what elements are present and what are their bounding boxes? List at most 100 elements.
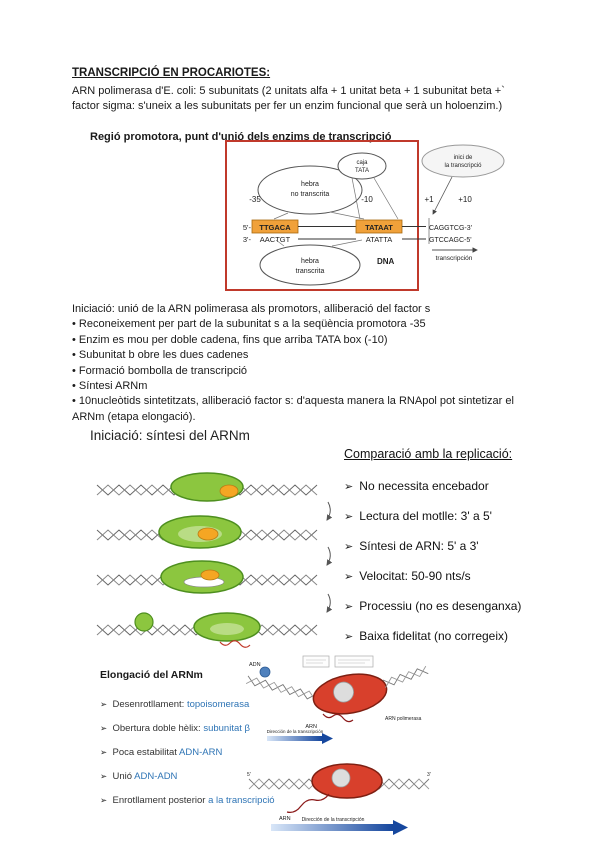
rna-strand-panel2	[286, 793, 330, 813]
elongacio-item-4: Unió ADN-ADN	[100, 770, 275, 783]
transcribed-strand-bubble	[259, 244, 361, 286]
inici-label2: la transcripció	[444, 163, 482, 169]
transcripcion-label: transcripción	[436, 255, 473, 262]
minus10-label: -10	[361, 195, 373, 204]
nascent-rna-strand	[219, 640, 251, 648]
direction-arrow-panel2	[271, 824, 393, 831]
arn-label-panel2: ARN	[279, 816, 291, 822]
iniciacio-section: Iniciació: unió de la ARN polimerasa als…	[72, 302, 530, 425]
promoter-highlight-box	[225, 140, 419, 291]
step-arrow-1	[326, 501, 333, 521]
elongacio-item-5: Enrotllament posterior a la transcripció	[100, 794, 275, 807]
direction-label-panel2: Dirección de la transcripción	[302, 817, 365, 823]
hebra-no-transcrita-label: hebra	[301, 181, 319, 188]
five-prime-panel2: 5'	[247, 772, 251, 778]
direction-arrow-panel1	[267, 736, 322, 741]
iniciacio-bullet-2: Enzim es mou per doble cadena, fins que …	[72, 333, 530, 348]
incoming-dna-helix	[245, 675, 319, 702]
released-sigma-subunit	[134, 612, 154, 632]
hebra-no-transcrita-label2: no transcrita	[291, 191, 330, 198]
incoming-dna-strand2	[245, 677, 317, 702]
elongacio-item-2-b: subunitat β	[203, 723, 250, 734]
direction-arrowhead-panel1	[322, 733, 333, 744]
elongacio-item-3-b: ADN-ARN	[179, 747, 223, 758]
tataat-sequence: TATAAT	[365, 223, 393, 232]
elongacio-item-1: Desenrotllament: topoisomerasa	[100, 698, 275, 711]
minus35-label: -35	[249, 195, 261, 204]
elongacio-item-3: Poca estabilitat ADN-ARN	[100, 746, 275, 759]
gtccagc-sequence: GTCCAGC-5'	[429, 237, 472, 244]
sintesi-heading: Iniciació: síntesi del ARNm	[90, 428, 250, 443]
atatta-sequence: ATATTA	[366, 235, 393, 244]
bubble-connector3	[275, 239, 285, 247]
iniciacio-bullet-4: Formació bombolla de transcripció	[72, 364, 530, 379]
bubble-connector2	[329, 211, 365, 220]
elongacio-item-4-b: ADN-ADN	[134, 771, 178, 782]
three-prime-label: 3'-	[243, 235, 252, 244]
elongacio-list: Desenrotllament: topoisomerasa Obertura …	[100, 698, 275, 818]
comparacio-item-3: Síntesi de ARN: 5' a 3'	[344, 538, 521, 555]
rna-strand-panel1	[322, 713, 354, 723]
iniciacio-bullet-1: Reconeixement per part de la subunitat s…	[72, 317, 530, 332]
outgoing-dna-helix	[382, 665, 429, 688]
elongacio-item-4-a: Unió	[112, 771, 135, 782]
tata-label: TATA	[355, 168, 369, 174]
elongacio-item-5-b: a la transcripció	[208, 795, 275, 806]
initiation-steps-figure	[96, 472, 333, 648]
iniciacio-bullet-3: Subunitat b obre les dues cadenes	[72, 348, 530, 363]
topoisomerase-circle	[259, 666, 271, 678]
comparacio-item-2: Lectura del motlle: 3' a 5'	[344, 508, 521, 525]
nontranscribed-strand-bubble	[257, 165, 363, 215]
comparacio-title: Comparació amb la replicació:	[344, 447, 513, 461]
comparacio-item-4: Velocitat: 50-90 nts/s	[344, 568, 521, 585]
ttgaca-sequence: TTGACA	[259, 223, 291, 232]
comparacio-item-5: Processiu (no es desenganxa)	[344, 598, 521, 615]
elongacio-item-5-a: Enrotllament posterior	[112, 795, 209, 806]
intro-line-1: ARN polimerasa d'E. coli: 5 subunitats (…	[72, 85, 505, 97]
plus1-label: +1	[424, 195, 434, 204]
legend-box-2	[334, 655, 374, 668]
plus10-label: +10	[458, 195, 472, 204]
sigma-factor-row1	[219, 484, 239, 498]
caggtcg-sequence: CAGGTCG-3'	[429, 225, 472, 232]
tata-box-bubble	[337, 152, 387, 180]
direction-label-panel1: Dirección de la transcripción	[267, 729, 324, 734]
iniciacio-bullet-5: Síntesi ARNm	[72, 379, 530, 394]
aactgt-sequence: AACTGT	[260, 235, 291, 244]
caja-label: caja	[356, 160, 368, 166]
transcription-start-oval	[421, 144, 505, 178]
sigma-factor-row2	[197, 527, 219, 541]
comparacio-item-1: No necessita encebador	[344, 478, 521, 495]
comparacio-section: Comparació amb la replicació: No necessi…	[344, 447, 521, 658]
iniciacio-bullet-6: 10nucleòtids sintetitzats, alliberació f…	[72, 394, 530, 425]
inici-label: inici de	[454, 155, 473, 161]
iniciacio-lead: Iniciació: unió de la ARN polimerasa als…	[72, 303, 431, 315]
step-arrow-2	[326, 546, 333, 566]
comparacio-item-6: Baixa fidelitat (no corregeix)	[344, 628, 521, 645]
elongacio-title: Elongació del ARNm	[100, 669, 203, 681]
polymerase-inner-row4	[210, 623, 244, 635]
adn-label: ADN	[249, 662, 261, 668]
intro-paragraph: ARN polimerasa d'E. coli: 5 subunitats (…	[72, 84, 505, 114]
hebra-transcrita-label2: transcrita	[296, 268, 325, 275]
direction-arrowhead-panel2	[393, 820, 408, 835]
intro-line-2: factor sigma: s'uneix a les subunitats p…	[72, 100, 503, 112]
elongacio-item-3-a: Poca estabilitat	[112, 747, 180, 758]
hebra-transcrita-label: hebra	[301, 258, 319, 265]
elongation-figure: ADN ARN polimerasa ARN Dirección de la t…	[245, 655, 431, 835]
polymerase-channel-panel2	[331, 768, 351, 788]
bubble-connector4	[331, 239, 363, 247]
elongacio-item-2-a: Obertura doble hèlix:	[112, 723, 204, 734]
arn-label-panel1: ARN	[305, 724, 317, 730]
legend-box-1	[302, 655, 330, 668]
incoming-dna-strand1	[247, 675, 319, 700]
step-arrow-3	[326, 593, 333, 613]
elongacio-item-1-b: topoisomerasa	[186, 699, 250, 710]
start-arrow	[432, 176, 453, 215]
sigma-factor-row3	[200, 569, 220, 581]
tata-connector-line	[351, 177, 361, 220]
five-prime-label: 5'-	[243, 223, 252, 232]
rna-polymerase-panel1	[312, 673, 388, 715]
three-prime-panel2: 3'	[427, 772, 431, 778]
